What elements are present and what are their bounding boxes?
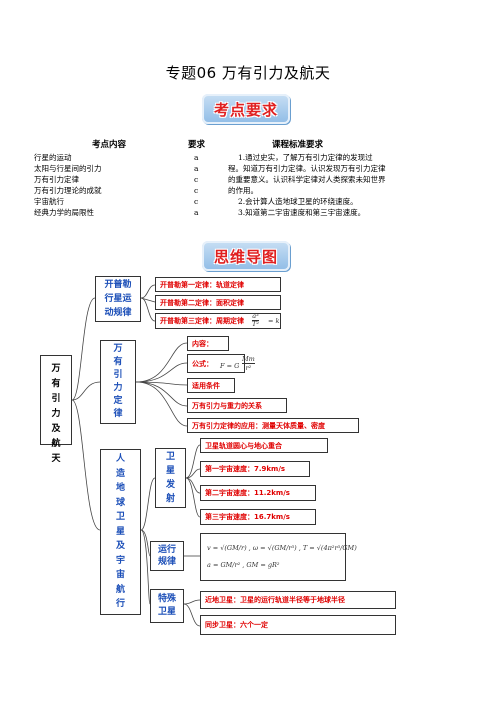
requirements-banner: 考点要求 [202, 94, 290, 124]
satellite-node-label: 人造地球卫星及宇宙航行 [115, 454, 125, 610]
kepler-node: 开普勒行星运动规律 [95, 276, 141, 322]
standard-line: 程。知道万有引力定律。认识发现万有引力定律 [228, 164, 386, 173]
table-row-level: c [194, 197, 199, 206]
kepler-third-law-label: 开普勒第三定律：周期定律 [160, 317, 244, 325]
kepler-first-law: 开普勒第一定律：轨道定律 [155, 277, 281, 292]
first-cosmic-velocity: 第一宇宙速度：7.9km/s [200, 461, 310, 477]
motion-node: 运行规律 [150, 541, 184, 571]
table-row-level: a [194, 153, 199, 162]
gravitation-applications: 万有引力定律的应用：测量天体质量、密度 [187, 418, 359, 433]
gravitation-vs-gravity: 万有引力与重力的关系 [187, 398, 287, 413]
table-row-topic: 万有引力定律 [34, 175, 79, 184]
special-node-label: 特殊卫星 [157, 594, 176, 617]
mindmap-banner: 思维导图 [202, 241, 290, 271]
motion-node-label: 运行规律 [157, 545, 176, 567]
gravitation-content: 内容： [187, 336, 229, 351]
standard-line: 的重要意义。认识科学定律对人类探索未知世界 [228, 175, 386, 184]
launch-node-label: 卫星发射 [165, 452, 175, 504]
table-row-topic: 行星的运动 [34, 153, 72, 162]
table-row-level: c [194, 186, 199, 195]
kepler-node-label: 开普勒行星运动规律 [104, 280, 132, 318]
gravitation-formula-lhs: F = G [220, 362, 240, 370]
standard-line: 的作用。 [228, 186, 258, 195]
motion-formula-line1: v = √(GM/r) , ω = √(GM/r³) , T = √(4π²r³… [207, 544, 357, 552]
kepler-third-law: 开普勒第三定律：周期定律 [155, 313, 281, 329]
gravitation-formula-fraction: Mm r² [242, 355, 255, 372]
topic-column: 行星的运动 太阳与行星间的引力 万有引力定律 万有引力理论的成就 宇宙航行 经典… [34, 152, 102, 218]
table-header-standard: 课程标准要求 [272, 140, 324, 150]
gravitation-formula-numerator: Mm [242, 355, 255, 363]
mindmap-root-label: 万有引力及航天 [51, 364, 61, 464]
table-row-topic: 宇宙航行 [34, 197, 64, 206]
standard-column: 1.通过史实，了解万有引力定律的发现过 程。知道万有引力定律。认识发现万有引力定… [228, 152, 386, 218]
motion-formulas-box: v = √(GM/r) , ω = √(GM/r³) , T = √(4π²r³… [200, 533, 357, 581]
kepler-third-law-fraction: a³ T² [252, 313, 259, 328]
gravitation-node-label: 万有引力定律 [113, 344, 123, 419]
kepler-formula-denominator: T² [252, 320, 259, 328]
table-row-level: c [194, 175, 199, 184]
kepler-second-law: 开普勒第二定律：面积定律 [155, 295, 281, 310]
table-row-level: a [194, 164, 199, 173]
orbit-center-item: 卫星轨道圆心与地心重合 [200, 438, 328, 453]
level-column: a a c c c a [194, 152, 198, 218]
standard-line: 1.通过史实，了解万有引力定律的发现过 [238, 153, 373, 162]
table-row-level: a [194, 208, 199, 217]
gravitation-formula-denominator: r² [242, 363, 255, 372]
geostationary-satellite: 同步卫星：六个一定 [200, 615, 396, 635]
motion-formula-line2: a = GM/r² , GM = gR² [207, 561, 280, 569]
table-row-topic: 太阳与行星间的引力 [34, 164, 102, 173]
table-header-level: 要求 [188, 140, 206, 150]
mindmap-root: 万有引力及航天 [40, 355, 72, 464]
standard-line: 3.知道第二宇宙速度和第三宇宙速度。 [238, 208, 366, 217]
third-cosmic-velocity: 第三宇宙速度：16.7km/s [200, 509, 316, 525]
kepler-formula-rhs: = k [268, 317, 280, 325]
launch-node: 卫星发射 [155, 448, 186, 508]
standard-line: 2.会计算人造地球卫星的环绕速度。 [238, 197, 358, 206]
second-cosmic-velocity: 第二宇宙速度：11.2km/s [200, 485, 316, 501]
table-header-topic: 考点内容 [92, 140, 127, 150]
gravitation-node: 万有引力定律 [100, 340, 136, 424]
special-node: 特殊卫星 [150, 589, 184, 623]
page-title: 专题06 万有引力及航天 [165, 64, 331, 82]
table-row-topic: 经典力学的局限性 [34, 208, 94, 217]
kepler-formula-numerator: a³ [252, 312, 259, 320]
requirements-banner-label: 考点要求 [213, 100, 278, 119]
gravitation-conditions: 适用条件 [187, 378, 235, 393]
table-row-topic: 万有引力理论的成就 [34, 186, 102, 195]
satellite-node: 人造地球卫星及宇宙航行 [100, 449, 141, 615]
gravitation-formula-label: 公式： [192, 359, 213, 368]
near-earth-satellite: 近地卫星：卫星的运行轨道半径等于地球半径 [200, 591, 396, 609]
mindmap-banner-label: 思维导图 [213, 247, 278, 266]
